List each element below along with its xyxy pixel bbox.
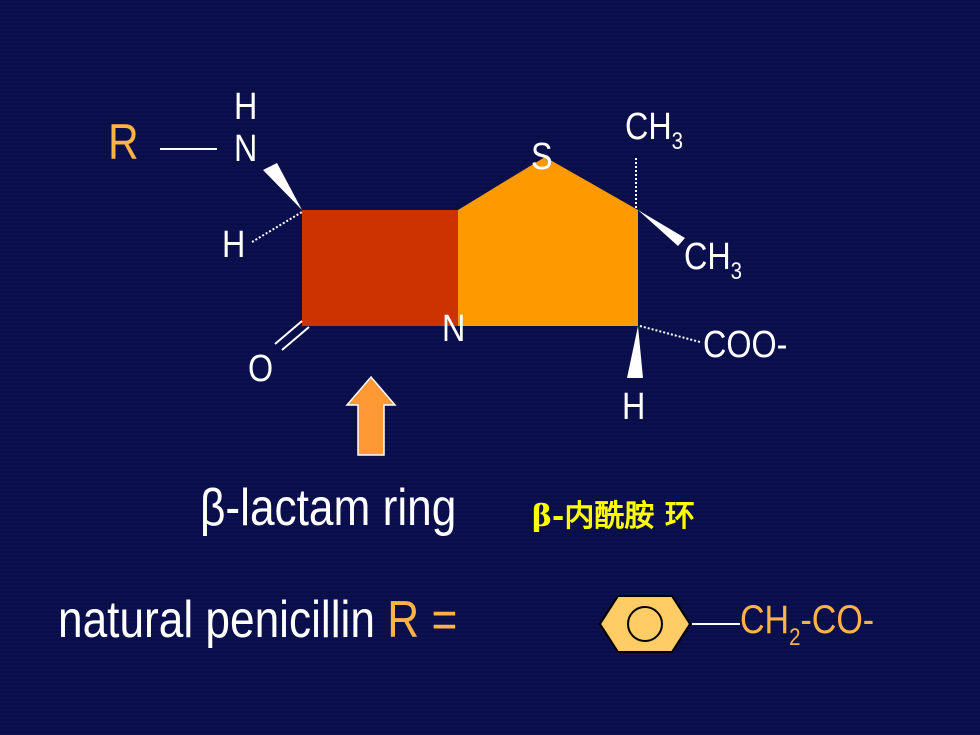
carboxylate-hashed-bond: [639, 325, 701, 343]
natural-penicillin-formula: natural penicillin R =: [58, 594, 457, 646]
methyl-top-label: CH3: [625, 106, 684, 155]
carbonyl-bond-1: [274, 320, 303, 345]
methyl-mid-wedge-bond: [638, 210, 685, 246]
beta-lactam-caption-chinese: β-内酰胺 环: [532, 499, 695, 534]
sulfur-label: S: [531, 136, 553, 178]
h-hashed-bond: [251, 211, 303, 243]
h-bottom-wedge-bond: [627, 326, 643, 378]
alpha-h-label: H: [222, 224, 246, 266]
beta-lactam-caption: β-lactam ring: [200, 479, 457, 537]
bottom-h-label: H: [622, 386, 646, 428]
side-chain-label: CH2-CO-: [740, 598, 875, 651]
amide-n-label: N: [234, 128, 258, 170]
carbonyl-o-label: O: [248, 348, 274, 390]
thiazolidine-ring: [458, 157, 638, 326]
r-group-label: R: [108, 114, 139, 170]
carboxylate-label: COO-: [703, 324, 788, 366]
formula-r-equals: R =: [387, 591, 458, 649]
amide-h-label: H: [234, 86, 258, 128]
beta-lactam-ring: [302, 210, 458, 326]
benzene-inner-circle: [627, 606, 663, 642]
formula-prefix: natural penicillin: [58, 591, 388, 649]
methyl-mid-label: CH3: [684, 236, 743, 285]
n-wedge-bond: [263, 163, 302, 210]
benzene-ring-icon: [598, 595, 692, 653]
carbonyl-bond-2: [281, 326, 310, 351]
ring-n-label: N: [442, 308, 466, 350]
up-arrow-icon: [345, 375, 397, 456]
